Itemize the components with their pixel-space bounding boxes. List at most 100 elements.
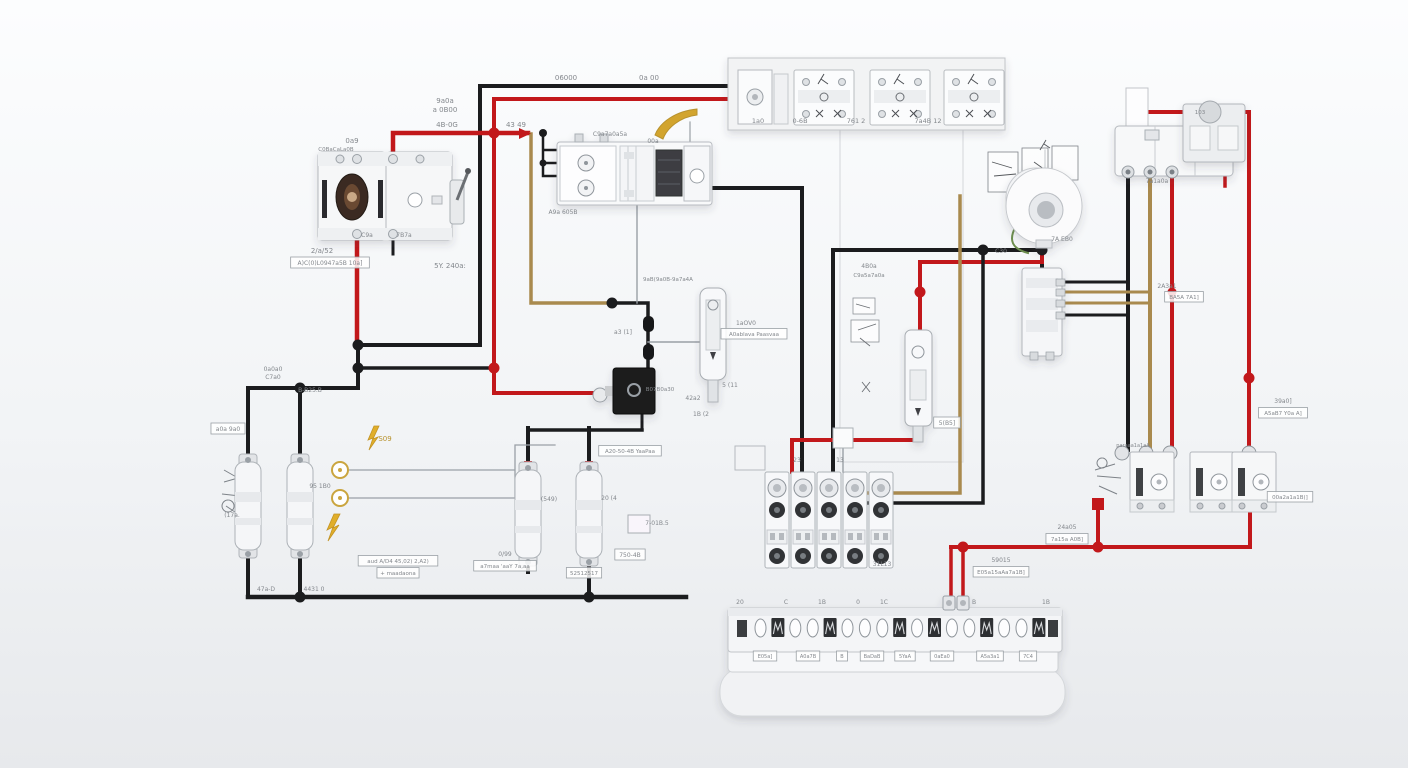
label-box bbox=[720, 328, 788, 340]
diagram-label: 43 49 bbox=[506, 121, 526, 129]
wire-relay-red-up bbox=[390, 130, 531, 157]
diagram-label: 2A3a1 bbox=[1157, 283, 1176, 290]
strip-cell-round bbox=[754, 618, 767, 638]
label-box bbox=[752, 650, 778, 662]
diagram-label: a3 (1] bbox=[614, 329, 632, 336]
strip-cell-dark bbox=[928, 618, 941, 637]
junction-dot bbox=[1243, 372, 1255, 384]
small-box-mid bbox=[627, 514, 651, 534]
connector-block-mid-right bbox=[1021, 267, 1066, 361]
fuse-pole-2 bbox=[790, 471, 816, 569]
relay-row-module-1 bbox=[1129, 451, 1175, 513]
diagram-label: 0a0a0 bbox=[264, 366, 283, 373]
panel-module-label: 1a0 bbox=[752, 117, 764, 125]
lightning-bolt-icon bbox=[367, 425, 380, 451]
diagram-label: C9a5a7a0a bbox=[853, 273, 884, 279]
diagram-label: 0a9 bbox=[345, 137, 358, 145]
wire-gold-main bbox=[529, 132, 614, 305]
cartridge-fuse-left-2 bbox=[286, 453, 314, 559]
junction-dot bbox=[352, 362, 364, 374]
diagram-label: 1B (2 bbox=[693, 411, 709, 418]
diagram-label: 13 bbox=[836, 457, 844, 464]
label-box bbox=[933, 416, 961, 429]
diagram-label: 9aB(9a0B-9a7a4A bbox=[643, 277, 693, 283]
diagram-label: + maadaona bbox=[380, 571, 416, 577]
strip-cell-round bbox=[998, 618, 1011, 638]
label-box bbox=[859, 650, 885, 662]
fuse-holder-box bbox=[1125, 87, 1149, 131]
junction-dot bbox=[488, 127, 500, 139]
diagram-label: A0ablava Paasvaa bbox=[729, 332, 779, 338]
diagram-label: 5 (11 bbox=[722, 382, 738, 389]
junction-dot bbox=[583, 591, 595, 603]
diagram-label: 0/99 bbox=[498, 551, 512, 558]
junction-dot bbox=[977, 244, 989, 256]
diagram-label: 95 1B0 bbox=[309, 483, 330, 490]
strip-cell-glyph bbox=[894, 620, 905, 635]
wire-gray-loop-left bbox=[348, 444, 556, 499]
diagram-label: A)C(0)L0947a5B 10a] bbox=[298, 260, 363, 267]
diagram-label: BA5A 7A1] bbox=[1169, 295, 1198, 301]
label-box bbox=[836, 650, 848, 662]
diagram-label: 7a15a A0B] bbox=[1051, 537, 1083, 543]
junction-dot bbox=[539, 159, 547, 167]
diagram-label: 9a0a bbox=[436, 97, 454, 105]
diagram-label: 7B7a bbox=[396, 232, 412, 239]
diagram-label: 39a0] bbox=[1274, 398, 1291, 405]
fuse-pole-1 bbox=[764, 471, 790, 569]
relay-pair-top-left bbox=[317, 151, 453, 241]
label-box bbox=[929, 650, 955, 662]
strip-cell-round bbox=[841, 618, 854, 638]
diagram-label: 47a-D bbox=[257, 586, 275, 593]
diagram-label: S09 bbox=[378, 435, 391, 443]
wire-stub-terminals bbox=[541, 131, 560, 178]
diagram-label: E05a] bbox=[758, 654, 773, 660]
strip-tick-label: 1C bbox=[880, 599, 888, 606]
red-arrowhead bbox=[519, 128, 531, 139]
strip-cell-dark bbox=[823, 618, 837, 637]
mechanism-scribble-right bbox=[1094, 457, 1122, 495]
label-box bbox=[894, 650, 916, 662]
cartridge-fuse-left-1 bbox=[234, 453, 262, 559]
panel-module-label: 7a4B 12 bbox=[914, 117, 941, 125]
strip-cell-glyph bbox=[772, 620, 783, 635]
label-box bbox=[1258, 407, 1308, 419]
junction-dot bbox=[539, 129, 547, 137]
diagram-label: 2/a/52 bbox=[311, 247, 333, 255]
label-box bbox=[598, 445, 662, 457]
label-box bbox=[614, 548, 646, 561]
diagram-label: paraaa1a1aA bbox=[1116, 443, 1150, 449]
strip-cell-round bbox=[876, 618, 889, 638]
strip-cell-round bbox=[963, 618, 976, 638]
diagram-label: A20-50-4B YaaPaa bbox=[605, 449, 655, 455]
diagram-label: aud A/D4 45,02) 2,A2) bbox=[367, 559, 429, 565]
diagram-label: 4B-0G bbox=[436, 121, 458, 129]
diagram-label: E05a15aAa7a1B] bbox=[977, 570, 1025, 576]
wire-black-right-up bbox=[864, 248, 985, 505]
diagram-label: C7a0 bbox=[265, 374, 281, 381]
sensor-vertical-1 bbox=[699, 287, 727, 403]
strip-cell-dark bbox=[1032, 618, 1046, 637]
diagram-label: A5a3a1 bbox=[980, 654, 999, 660]
strip-cell-glyph bbox=[981, 620, 992, 635]
diagram-label: 06000 bbox=[555, 74, 577, 82]
label-box bbox=[972, 566, 1030, 578]
diagram-label: A0a7B bbox=[800, 654, 817, 660]
diagram-label: 24a05 bbox=[1058, 524, 1077, 531]
scribbles-left-of-cartridges bbox=[221, 469, 241, 515]
strip-cell-glyph bbox=[1033, 620, 1044, 635]
label-box bbox=[976, 650, 1004, 662]
connector-small-left bbox=[734, 445, 766, 471]
label-box bbox=[210, 422, 246, 435]
junction-dot bbox=[1092, 541, 1104, 553]
diagram-label: 0aEa0 bbox=[934, 654, 950, 660]
diagram-label: 00a2a1a1B(] bbox=[1272, 495, 1308, 501]
diagram-label: 103 bbox=[1195, 110, 1206, 116]
label-box bbox=[473, 560, 537, 572]
small-box-above-fuse bbox=[832, 427, 854, 449]
strip-cell-dark bbox=[771, 618, 785, 637]
wire-gold-right-up bbox=[864, 194, 962, 495]
